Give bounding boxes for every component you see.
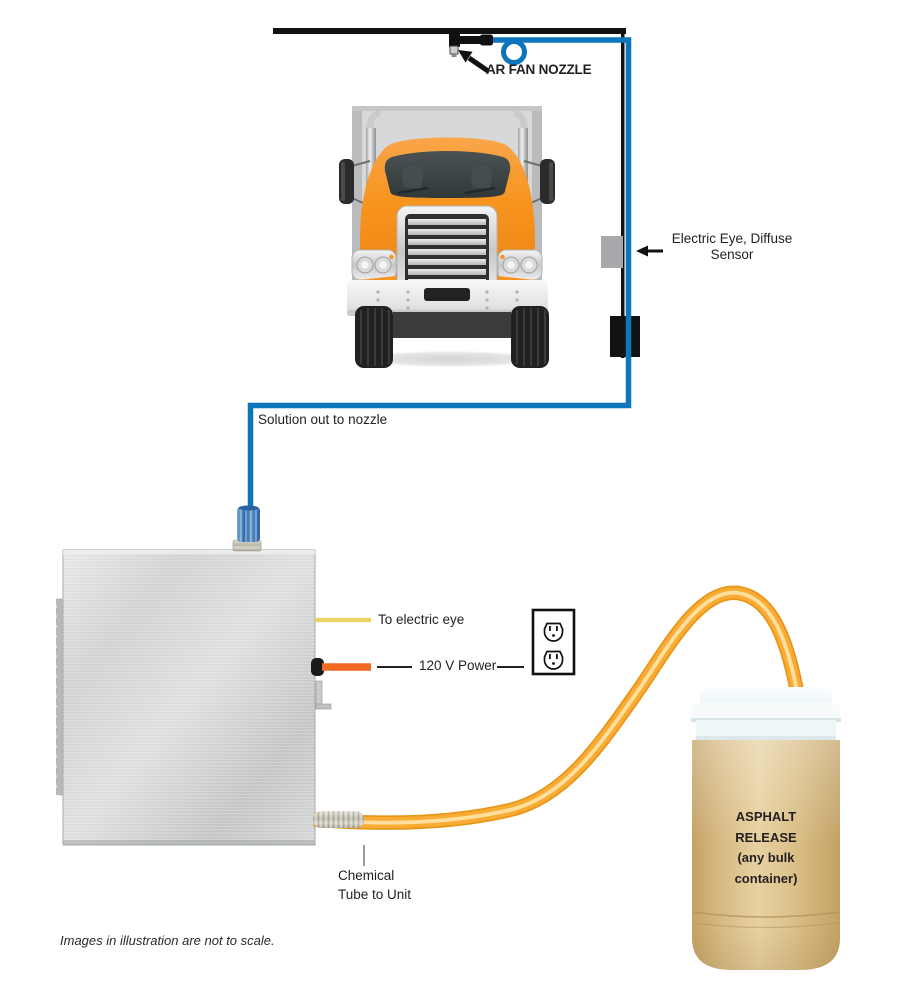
unit-hinge [56, 598, 64, 796]
ar-fan-nozzle-label: AR FAN NOZZLE [486, 62, 592, 77]
power-120v-label: 120 V Power [419, 658, 497, 673]
electric-eye-sensor-label: Electric Eye, Diffuse Sensor [652, 231, 812, 263]
truck-shadow [343, 350, 555, 368]
to-electric-eye-label: To electric eye [378, 612, 465, 627]
truck-headlights [350, 249, 544, 289]
chemical-tube-fitting [313, 811, 364, 828]
spray-boom-bar [273, 28, 626, 34]
chemical-tube-label-line2: Tube to Unit [338, 887, 412, 902]
power-cord [311, 658, 371, 676]
container-label-line3: (any bulk [737, 850, 795, 865]
sensor-mount-block [610, 316, 640, 357]
container-label-line4: container) [734, 870, 798, 886]
truck-windshield [384, 151, 511, 198]
chemical-tube-label-line1: Chemical [338, 868, 395, 883]
truck-grille [396, 205, 498, 296]
truck-illustration [339, 106, 555, 368]
unit-side-bracket [315, 680, 332, 710]
chemical-tube-label: Chemical Tube to Unit [338, 866, 428, 904]
solution-hose [247, 37, 632, 509]
container-lid [691, 687, 841, 740]
coiled-hose-loop [501, 39, 527, 65]
bulk-chemical-container [691, 687, 841, 970]
truck-wheels [355, 306, 549, 368]
scale-footnote: Images in illustration are not to scale. [60, 933, 275, 948]
sensor-arrow [636, 245, 663, 257]
truck-chassis [393, 312, 511, 338]
solution-inlet-fitting [232, 505, 262, 552]
sensor-pole [621, 28, 625, 358]
chemical-tube [313, 585, 807, 830]
solution-out-label: Solution out to nozzle [258, 412, 388, 427]
electric-eye-label-line2: Sensor [710, 247, 754, 262]
container-label-line2: RELEASE [735, 829, 797, 845]
duplex-power-outlet-icon [531, 608, 576, 676]
container-label-line1: ASPHALT [735, 809, 797, 824]
stainless-control-unit [56, 549, 316, 846]
container-label: ASPHALT RELEASE (any bulk container) [692, 807, 840, 889]
nozzle-arrow [458, 50, 490, 74]
electric-eye-label-line1: Electric Eye, Diffuse [671, 231, 793, 246]
electric-eye-sensor-block [601, 236, 623, 268]
